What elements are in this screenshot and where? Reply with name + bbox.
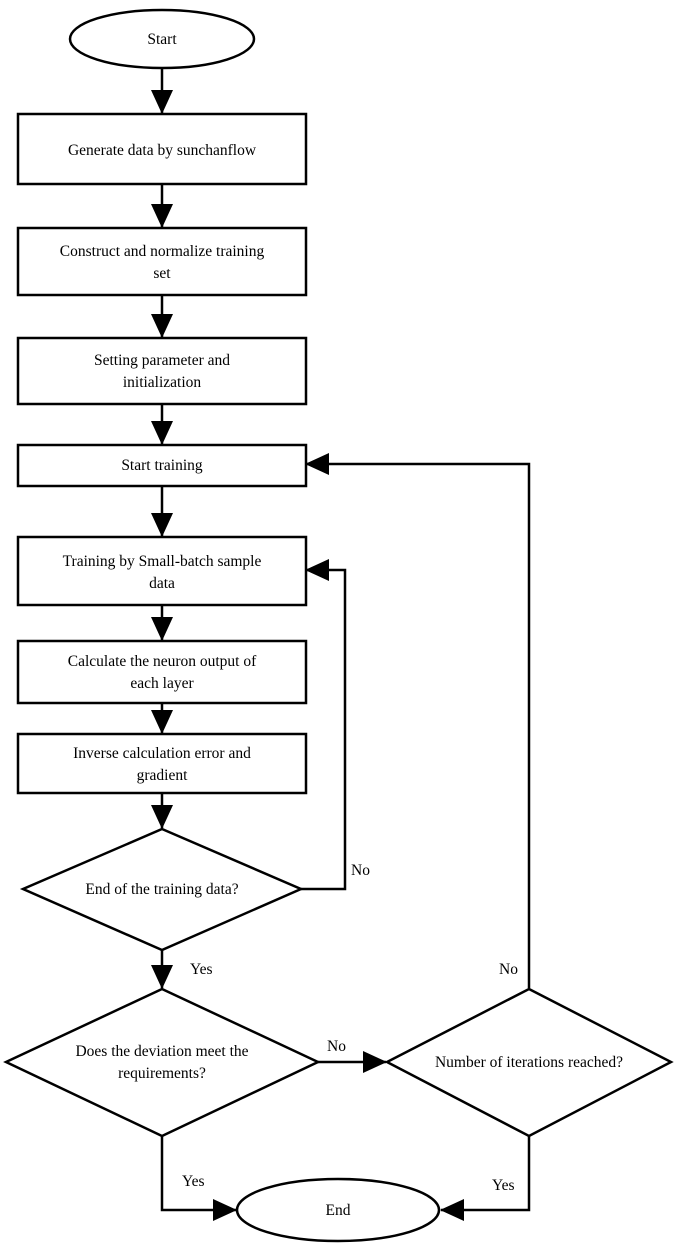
node-end-label: End xyxy=(326,1202,351,1219)
edge-label-deviation-yes: Yes xyxy=(182,1173,205,1190)
node-small-batch-label-1: Training by Small-batch sample xyxy=(63,553,262,570)
node-start: Start xyxy=(68,8,256,70)
node-neuron-output-label-1: Calculate the neuron output of xyxy=(68,653,257,670)
node-deviation-label-2: requirements? xyxy=(118,1065,206,1082)
node-inverse-label-2: gradient xyxy=(137,767,188,784)
node-end-training-label: End of the training data? xyxy=(85,881,238,898)
node-generate-label: Generate data by sunchanflow xyxy=(68,142,257,159)
edge-iterations-yes-to-end xyxy=(440,1136,531,1221)
node-end-training-decision: End of the training data? xyxy=(19,827,305,952)
node-start-training-label: Start training xyxy=(121,457,203,474)
node-start-label: Start xyxy=(147,31,177,48)
node-small-batch: Training by Small-batch sample data xyxy=(16,535,308,607)
node-setting-label-1: Setting parameter and xyxy=(94,352,230,369)
edge-iterations-no-loop xyxy=(305,453,531,988)
node-setting: Setting parameter and initialization xyxy=(16,336,308,406)
node-iterations-decision: Number of iterations reached? xyxy=(384,987,674,1138)
node-neuron-output: Calculate the neuron output of each laye… xyxy=(16,639,308,705)
node-construct: Construct and normalize training set xyxy=(16,226,308,297)
node-neuron-output-label-2: each layer xyxy=(130,675,194,692)
node-inverse: Inverse calculation error and gradient xyxy=(16,732,308,795)
node-iterations-label: Number of iterations reached? xyxy=(435,1054,623,1071)
node-small-batch-label-2: data xyxy=(149,575,175,592)
node-deviation-decision: Does the deviation meet the requirements… xyxy=(3,987,321,1138)
node-construct-label-1: Construct and normalize training xyxy=(60,243,265,260)
node-inverse-label-1: Inverse calculation error and xyxy=(73,745,251,762)
node-deviation-label-1: Does the deviation meet the xyxy=(75,1043,248,1060)
node-end: End xyxy=(235,1177,441,1243)
node-start-training: Start training xyxy=(16,443,308,488)
edge-label-deviation-no: No xyxy=(327,1038,346,1055)
edge-deviation-yes-to-end xyxy=(160,1136,237,1221)
edges xyxy=(151,68,531,1221)
node-setting-label-2: initialization xyxy=(123,374,202,391)
edge-label-iterations-yes: Yes xyxy=(492,1177,515,1194)
node-generate: Generate data by sunchanflow xyxy=(16,112,308,186)
edge-label-end-training-yes: Yes xyxy=(190,961,213,978)
edge-label-end-training-no: No xyxy=(351,862,370,879)
edge-labels: No Yes No Yes No Yes xyxy=(182,862,518,1194)
node-construct-label-2: set xyxy=(153,265,171,282)
edge-label-iterations-no: No xyxy=(499,961,518,978)
edge-end-training-no-loop xyxy=(301,559,347,891)
